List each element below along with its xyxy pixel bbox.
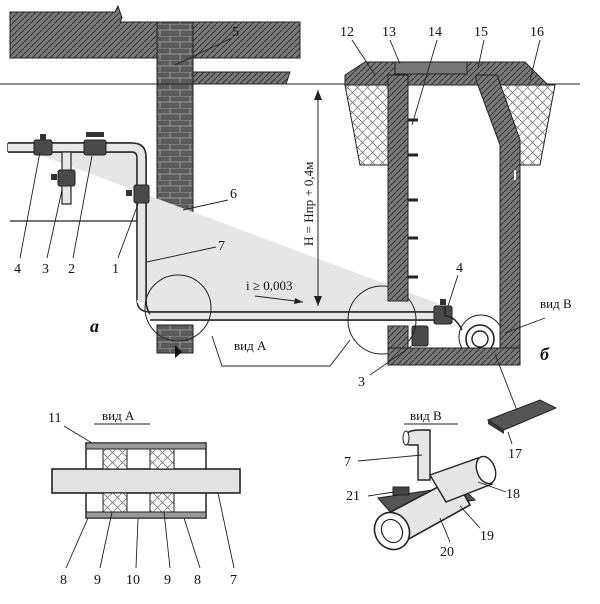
- ladder-rungs: [408, 118, 418, 279]
- label-3-chamber: 3: [358, 375, 365, 390]
- label-17: 17: [508, 447, 522, 462]
- label-9a: 9: [94, 573, 101, 588]
- board-17: [486, 399, 558, 431]
- label-7a: 7: [230, 573, 237, 588]
- label-12: 12: [340, 25, 354, 40]
- valve-chamber: [315, 61, 580, 366]
- label-5: 5: [232, 25, 239, 40]
- sleeve-wall-bottom: [85, 511, 207, 519]
- view-a-title: вид А: [102, 408, 135, 423]
- detail-circle-b: [347, 285, 417, 355]
- chamber-floor: [387, 347, 521, 366]
- label-9b: 9: [164, 573, 171, 588]
- slope-arrow: [254, 295, 304, 304]
- label-8a: 8: [60, 573, 67, 588]
- fitting-2: [83, 139, 107, 156]
- label-7b: 7: [344, 455, 351, 470]
- detail-v: [357, 423, 507, 551]
- label-10: 10: [126, 573, 140, 588]
- hatch-cap: [394, 61, 468, 75]
- view-b-title: вид В: [410, 408, 442, 423]
- label-8b: 8: [194, 573, 201, 588]
- label-3: 3: [42, 262, 49, 277]
- ledge: [192, 71, 291, 85]
- view-a-callout: вид А: [234, 338, 267, 353]
- label-14: 14: [428, 25, 442, 40]
- view-b-callout: вид В: [540, 296, 572, 311]
- label-18: 18: [506, 487, 520, 502]
- wall-notch: [175, 345, 182, 358]
- valve-chamber-4: [433, 305, 453, 325]
- label-20: 20: [440, 545, 454, 560]
- height-dimension: [314, 90, 322, 306]
- label-2: 2: [68, 262, 75, 277]
- soil-left: [344, 84, 389, 166]
- detail-circle-a: [144, 274, 212, 342]
- figure-label-a: а: [90, 316, 99, 336]
- part-numbers: 4 3 2 1 5 6 7 12 13 14 15 16 4 3 17 11 8…: [14, 25, 544, 588]
- label-13: 13: [382, 25, 396, 40]
- pipe-through-sleeve: [51, 468, 241, 494]
- valve-4: [33, 139, 53, 156]
- height-formula: H = Hпр + 0,4м: [301, 162, 316, 246]
- sleeve-wall-top: [85, 442, 207, 450]
- detail-a: [51, 423, 241, 569]
- valve-3: [57, 169, 76, 187]
- label-16: 16: [530, 25, 544, 40]
- packing-blocks: [102, 448, 175, 513]
- label-4: 4: [14, 262, 21, 277]
- figure-label-b: б: [540, 344, 550, 364]
- label-6: 6: [230, 187, 237, 202]
- label-19: 19: [480, 529, 494, 544]
- label-4-chamber: 4: [456, 261, 463, 276]
- label-11: 11: [48, 411, 61, 426]
- clamp-21: [392, 486, 410, 496]
- detail-v-leaders: [357, 454, 507, 543]
- detail-a-leaders: [63, 425, 235, 569]
- label-7: 7: [218, 239, 225, 254]
- valve-1: [133, 184, 150, 204]
- chamber-wall-left: [387, 74, 409, 302]
- water-pipe: [7, 132, 495, 354]
- label-21: 21: [346, 489, 360, 504]
- leader-lines-upper: [19, 37, 546, 414]
- annotations: H = Hпр + 0,4м i ≥ 0,003 а б вид А вид В…: [90, 162, 572, 423]
- label-15: 15: [474, 25, 488, 40]
- label-1: 1: [112, 262, 119, 277]
- slope-label: i ≥ 0,003: [246, 278, 293, 293]
- roof-slab: [9, 4, 301, 59]
